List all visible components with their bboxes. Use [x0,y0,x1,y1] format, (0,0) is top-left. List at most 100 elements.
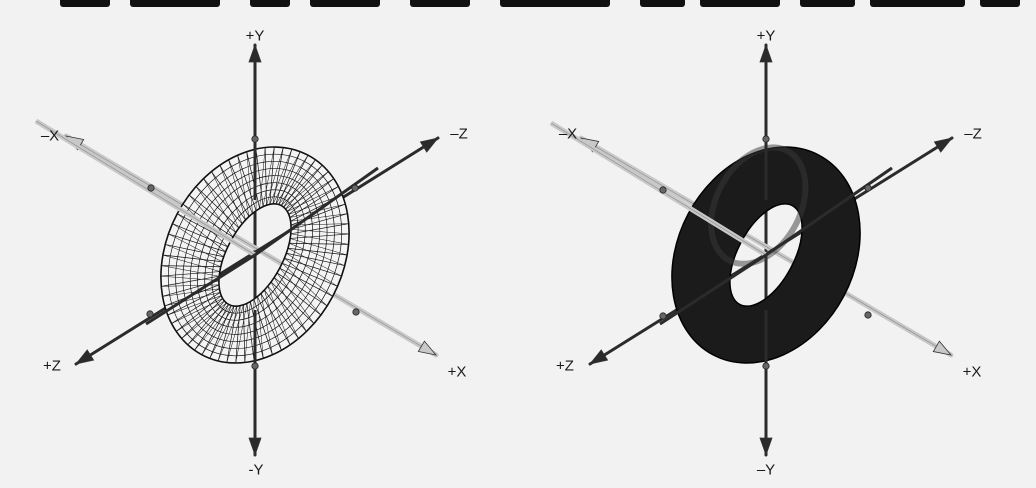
mesh-diagonal-line [219,165,243,225]
torus-mesh [160,146,350,364]
mesh-diagonal-line [201,305,235,355]
mesh-diagonal-line [217,305,241,362]
axis-tick-dot [251,135,259,143]
axis-tick-dot [147,184,155,192]
axis-tick-dot [762,362,770,370]
cropped-text-strip [0,0,1036,9]
wireframe-torus-panel: +Y -Y –X +X –Z +Z [34,27,468,479]
pos-x-arrowhead [417,340,438,356]
mesh-diagonal-line [273,277,307,332]
axis-label-neg-z: –Z [450,125,468,143]
z-axis-line [74,136,440,366]
cropped-text-fragment [130,0,220,7]
shaded-torus-diagram [549,43,954,457]
cropped-text-fragment [250,0,290,7]
wireframe-torus-diagram [34,43,440,457]
axis-tick-dot [146,310,154,318]
axis-label-neg-y: -Y [248,461,264,479]
axis-label-neg-x: –X [558,125,578,143]
axis-tick-dot [762,135,770,143]
neg-y-arrowhead [759,43,773,63]
shaded-torus-panel: +Y –Y –X +X –Z +Z [518,0,1036,488]
z-axis-front-segment [765,166,893,257]
mesh-diagonal-line [266,147,284,206]
axis-label-neg-y: –Y [756,461,776,479]
axis-label-pos-x: +X [447,363,467,381]
mesh-diagonal-line [270,281,299,339]
x-axis-front-edge [35,120,256,256]
mesh-diagonal-line [246,151,253,214]
axis-tick-dot [251,362,259,370]
z-axis-front-segment [659,253,767,326]
mesh-diagonal-line [279,267,322,316]
x-axis-line-edge [580,137,952,356]
mesh-diagonal-line [275,155,309,205]
mesh-diagonal-line [226,304,244,363]
cropped-text-fragment [410,0,470,7]
mesh-diagonal-line [267,285,291,345]
mesh-diagonal-line [237,155,250,217]
mesh-ring [189,175,321,335]
mesh-diagonal-line [262,146,275,207]
mesh-diagonal-line [276,272,315,324]
mesh-diagonal-line [211,171,240,229]
x-axis-line-edge [65,135,437,356]
mesh-diagonal-line [269,148,293,205]
mesh-diagonal-line [209,306,238,359]
axis-label-pos-z: +Z [43,357,61,375]
mesh-ring [204,189,306,321]
mesh-diagonal-line [272,151,301,204]
cropped-text-fragment [700,0,780,7]
torus [671,144,861,364]
axes-back [63,43,440,457]
pos-z-arrowhead [74,349,95,365]
axis-label-neg-z: –Z [964,125,982,143]
cropped-text-fragment [500,0,610,7]
mesh-ring [167,153,343,357]
neg-z-arrowhead [419,137,440,153]
cropped-text-fragment [310,0,380,7]
mesh-diagonal-line [259,147,266,209]
pos-z-arrowhead [588,349,609,365]
axis-label-pos-y: +Y [756,27,776,45]
axis-label-neg-x: –X [40,127,60,145]
x-axis-front-edge [550,122,767,256]
cropped-text-fragment [640,0,685,7]
axes-front [34,118,379,380]
neg-z-arrowhead [933,137,954,153]
pos-x-arrowhead [932,340,953,356]
mesh-diagonal-line [244,301,251,363]
mesh-diagonal-line [264,289,282,351]
mesh-ring [175,160,335,350]
axes-back [578,43,954,457]
mesh-ring [182,168,328,342]
axis-tick-dot [864,311,872,319]
cropped-text-fragment [60,0,110,7]
axis-tick-dot [351,184,359,192]
axis-label-pos-x: +X [962,363,982,381]
mesh-lines [160,146,350,364]
cropped-text-fragment [800,0,855,7]
cropped-text-fragment [980,0,1020,7]
axis-label-pos-z: +Z [556,357,574,375]
mesh-diagonal-line [195,186,234,238]
axis-label-pos-y: +Y [245,27,265,45]
z-axis-front-segment [145,253,256,326]
pos-y-arrowhead [759,437,773,457]
mesh-diagonal-line [257,296,264,359]
torus-highlight [708,144,809,267]
axis-tick-dot [659,186,667,194]
axis-tick-dot [352,308,360,316]
neg-y-arrowhead [248,43,262,63]
mesh-diagonal-line [203,178,237,233]
cropped-text-fragment [870,0,965,7]
axis-tick-dot [659,312,667,320]
mesh-ring [197,182,313,328]
axis-tick-dot [864,184,872,192]
mesh-diagonal-line [260,293,273,355]
pos-y-arrowhead [248,437,262,457]
mesh-diagonal-line [235,303,248,364]
mesh-diagonal-line [228,159,246,221]
z-axis-front-segment [254,166,379,257]
